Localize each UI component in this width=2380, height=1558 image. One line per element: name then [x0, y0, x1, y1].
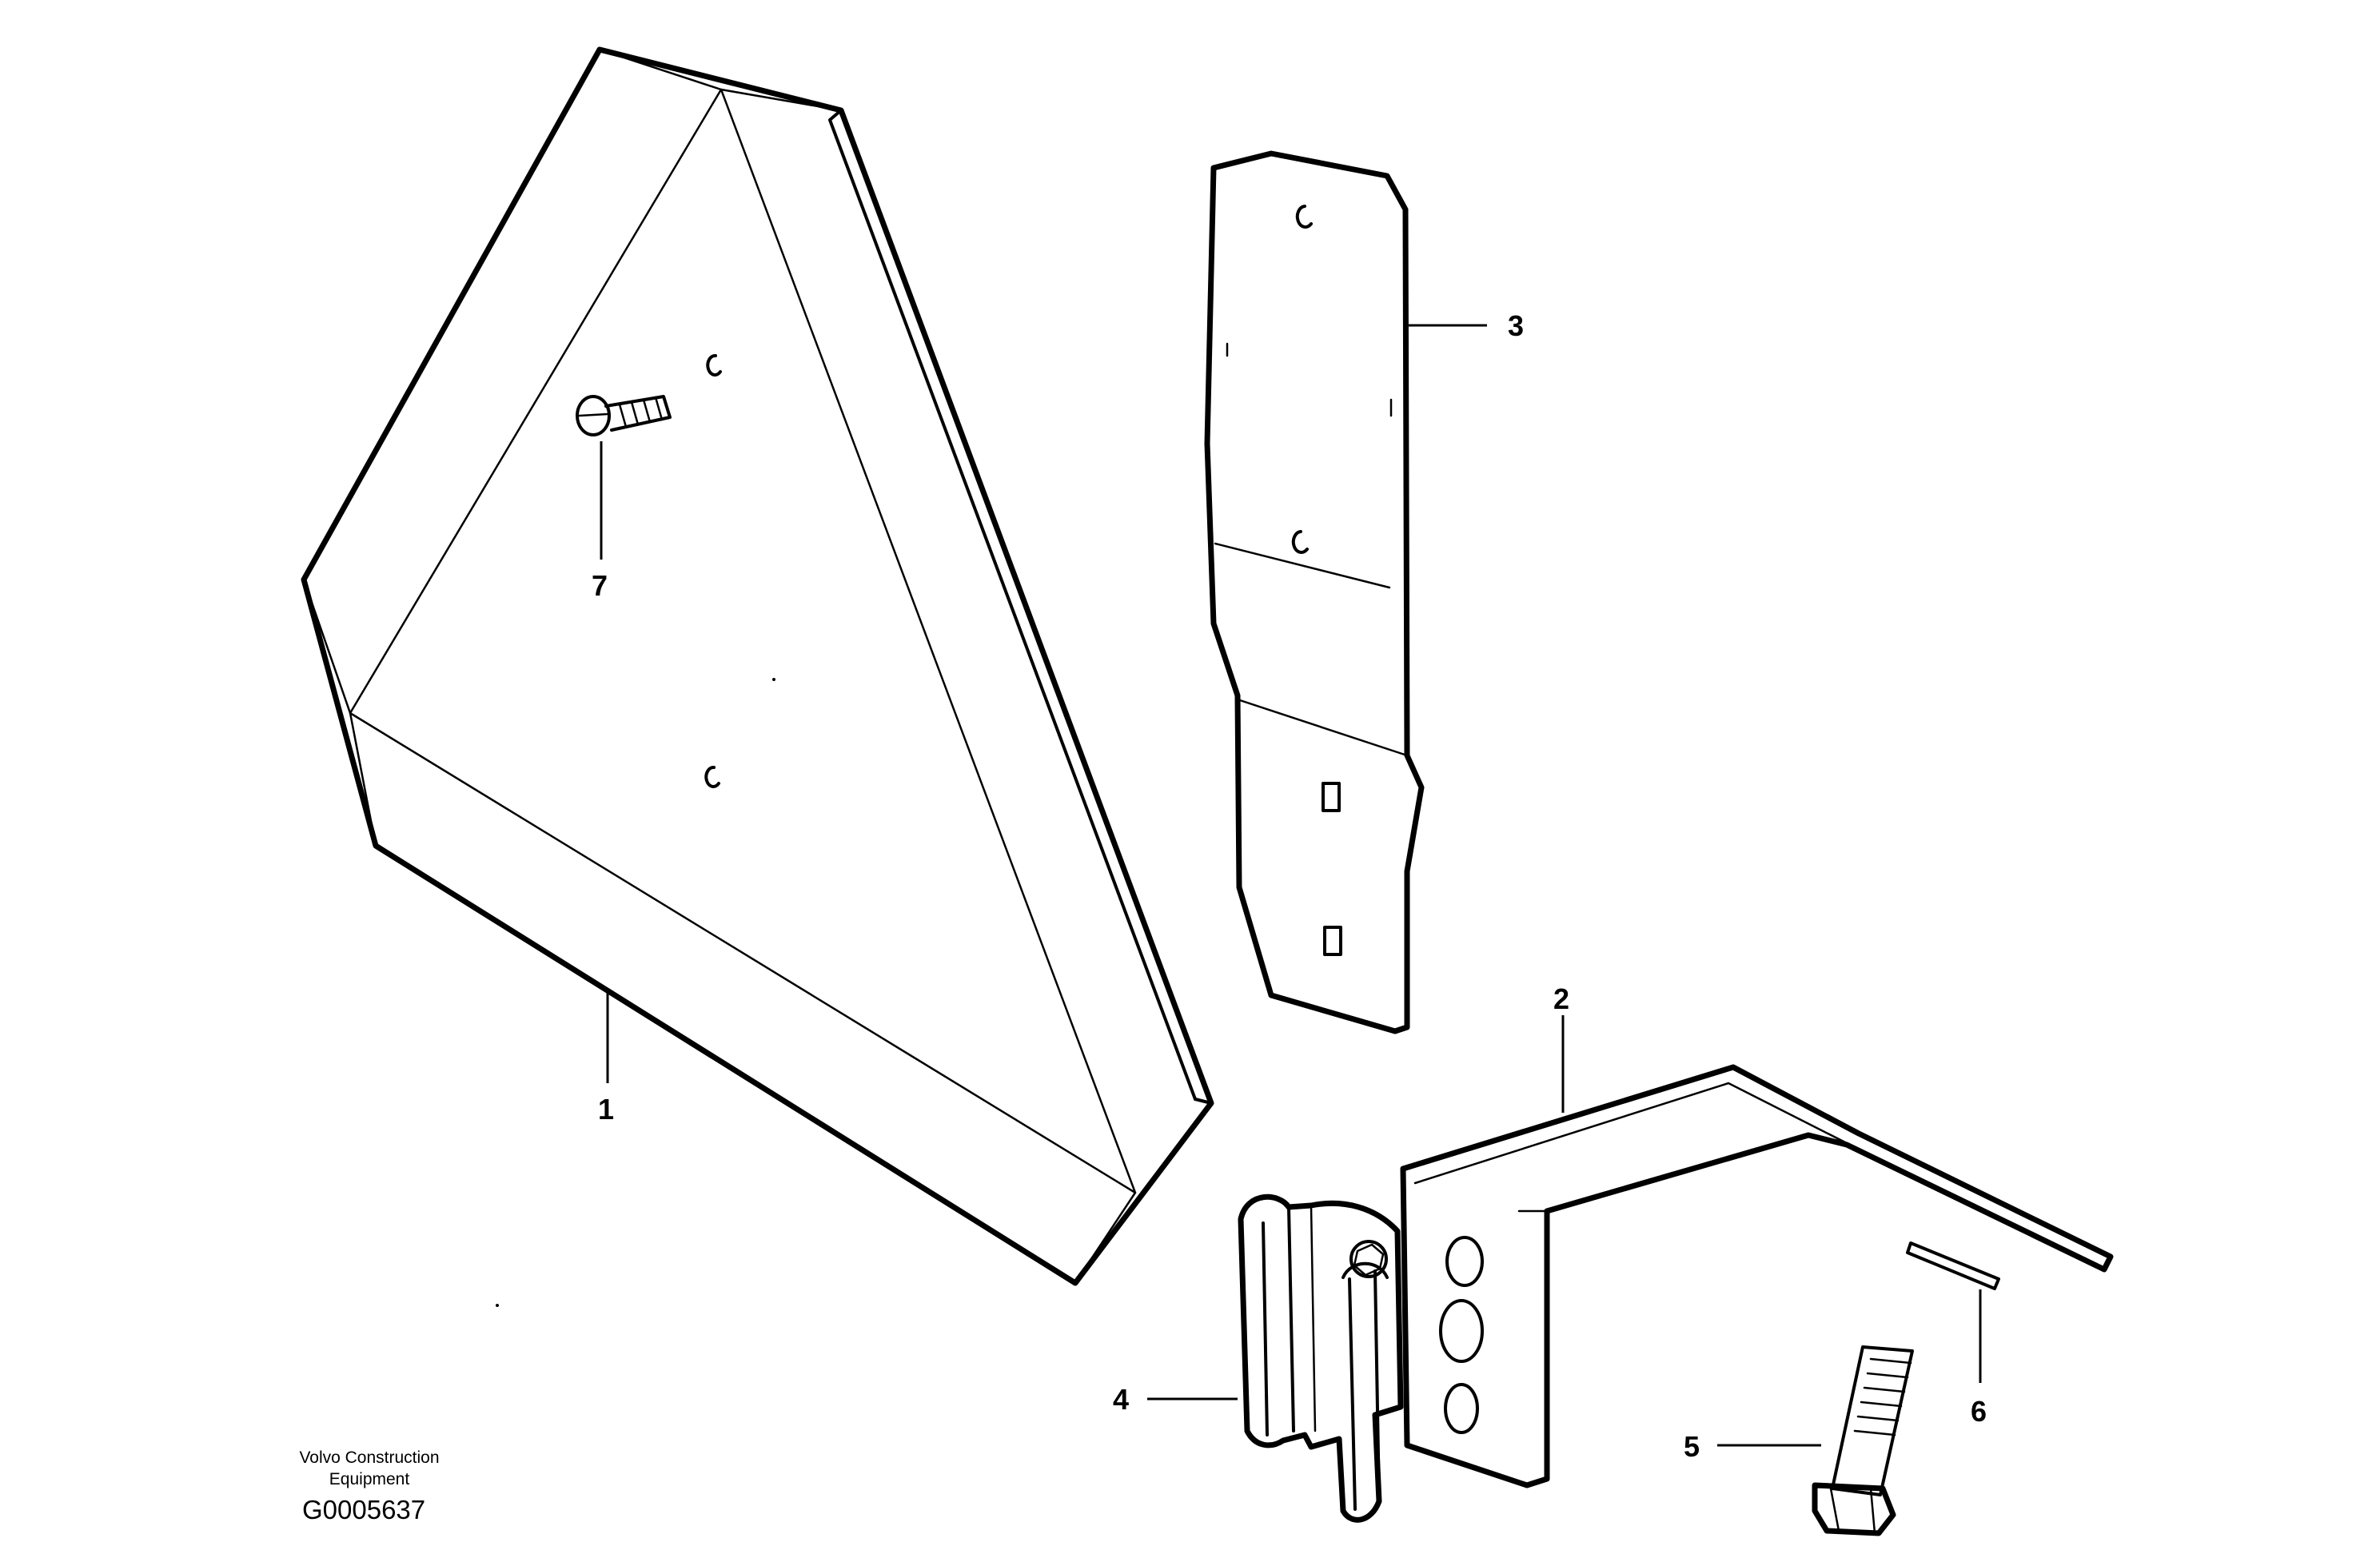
- part-7-screw: [576, 395, 672, 436]
- part-3-mounting-plate: [1204, 150, 1425, 1034]
- part-2-angle-bracket: [1400, 1064, 2114, 1488]
- footer: Volvo Construction Equipment G0005637: [299, 1448, 439, 1524]
- callout-labels: 1 2 3 4 5 6 7: [592, 309, 1987, 1463]
- callout-label-5: 5: [1684, 1430, 1700, 1463]
- footer-brand-line1: Volvo Construction: [299, 1448, 439, 1467]
- footer-brand-line2: Equipment: [329, 1470, 410, 1488]
- part-5-bolt: [1812, 1345, 1914, 1536]
- part-4-clamp-profile: [1238, 1193, 1404, 1523]
- callout-leaders: [600, 324, 1982, 1447]
- dot-mark: [772, 678, 775, 681]
- callout-label-7: 7: [592, 569, 608, 602]
- footer-drawing-code: G0005637: [302, 1495, 425, 1524]
- callout-label-3: 3: [1508, 309, 1524, 342]
- callout-label-4: 4: [1113, 1383, 1129, 1416]
- callout-label-2: 2: [1553, 982, 1569, 1015]
- part-1-reflector-triangle: [301, 46, 1214, 1286]
- callout-label-6: 6: [1971, 1395, 1987, 1428]
- part-6-pin: [1906, 1241, 2000, 1290]
- dot-mark: [496, 1304, 499, 1307]
- callout-label-1: 1: [598, 1093, 614, 1126]
